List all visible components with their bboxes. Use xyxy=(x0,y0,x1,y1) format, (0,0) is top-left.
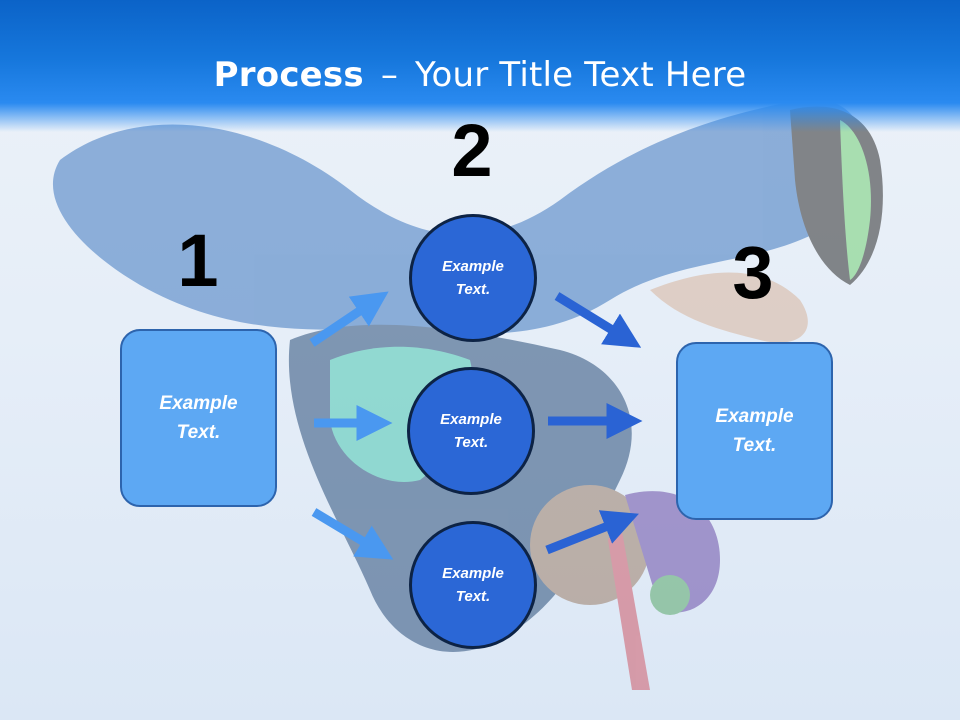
circle-1-line-1: Example xyxy=(442,258,504,275)
slide-title: Process – Your Title Text Here xyxy=(0,54,960,96)
step-number-1: 1 xyxy=(177,219,219,302)
circle-1-text: Example Text. xyxy=(442,255,504,301)
title-bold: Process xyxy=(213,55,364,95)
dancer-arm-shape xyxy=(650,272,808,343)
right-box[interactable]: Example Text. xyxy=(676,342,833,520)
circle-1[interactable]: Example Text. xyxy=(409,214,537,342)
circle-2-line-1: Example xyxy=(440,411,502,428)
dancer-legs-shape xyxy=(52,98,866,334)
left-box[interactable]: Example Text. xyxy=(120,329,277,507)
title-separator: – xyxy=(380,55,399,95)
circle-2-text: Example Text. xyxy=(440,408,502,454)
step-number-3: 3 xyxy=(732,231,774,314)
circle-3-text: Example Text. xyxy=(442,562,504,608)
dancer-cap-brim xyxy=(608,520,650,690)
circle-2[interactable]: Example Text. xyxy=(407,367,535,495)
dancer-shoe-sole xyxy=(840,120,871,280)
circle-2-line-2: Text. xyxy=(453,434,489,451)
slide-header xyxy=(0,0,960,132)
circle-3-line-2: Text. xyxy=(455,588,491,605)
circle-3[interactable]: Example Text. xyxy=(409,521,537,649)
dancer-cap-shape xyxy=(625,491,720,613)
right-box-line-1: Example xyxy=(715,406,794,427)
cap-badge xyxy=(650,575,690,615)
left-box-line-1: Example xyxy=(159,393,238,414)
left-box-line-2: Text. xyxy=(176,422,221,443)
circle-3-line-1: Example xyxy=(442,565,504,582)
right-box-line-2: Text. xyxy=(732,435,777,456)
circle-1-line-2: Text. xyxy=(455,281,491,298)
left-box-text: Example Text. xyxy=(159,389,237,447)
step-number-2: 2 xyxy=(451,109,493,192)
title-text: Your Title Text Here xyxy=(415,55,747,95)
right-box-text: Example Text. xyxy=(715,402,793,460)
